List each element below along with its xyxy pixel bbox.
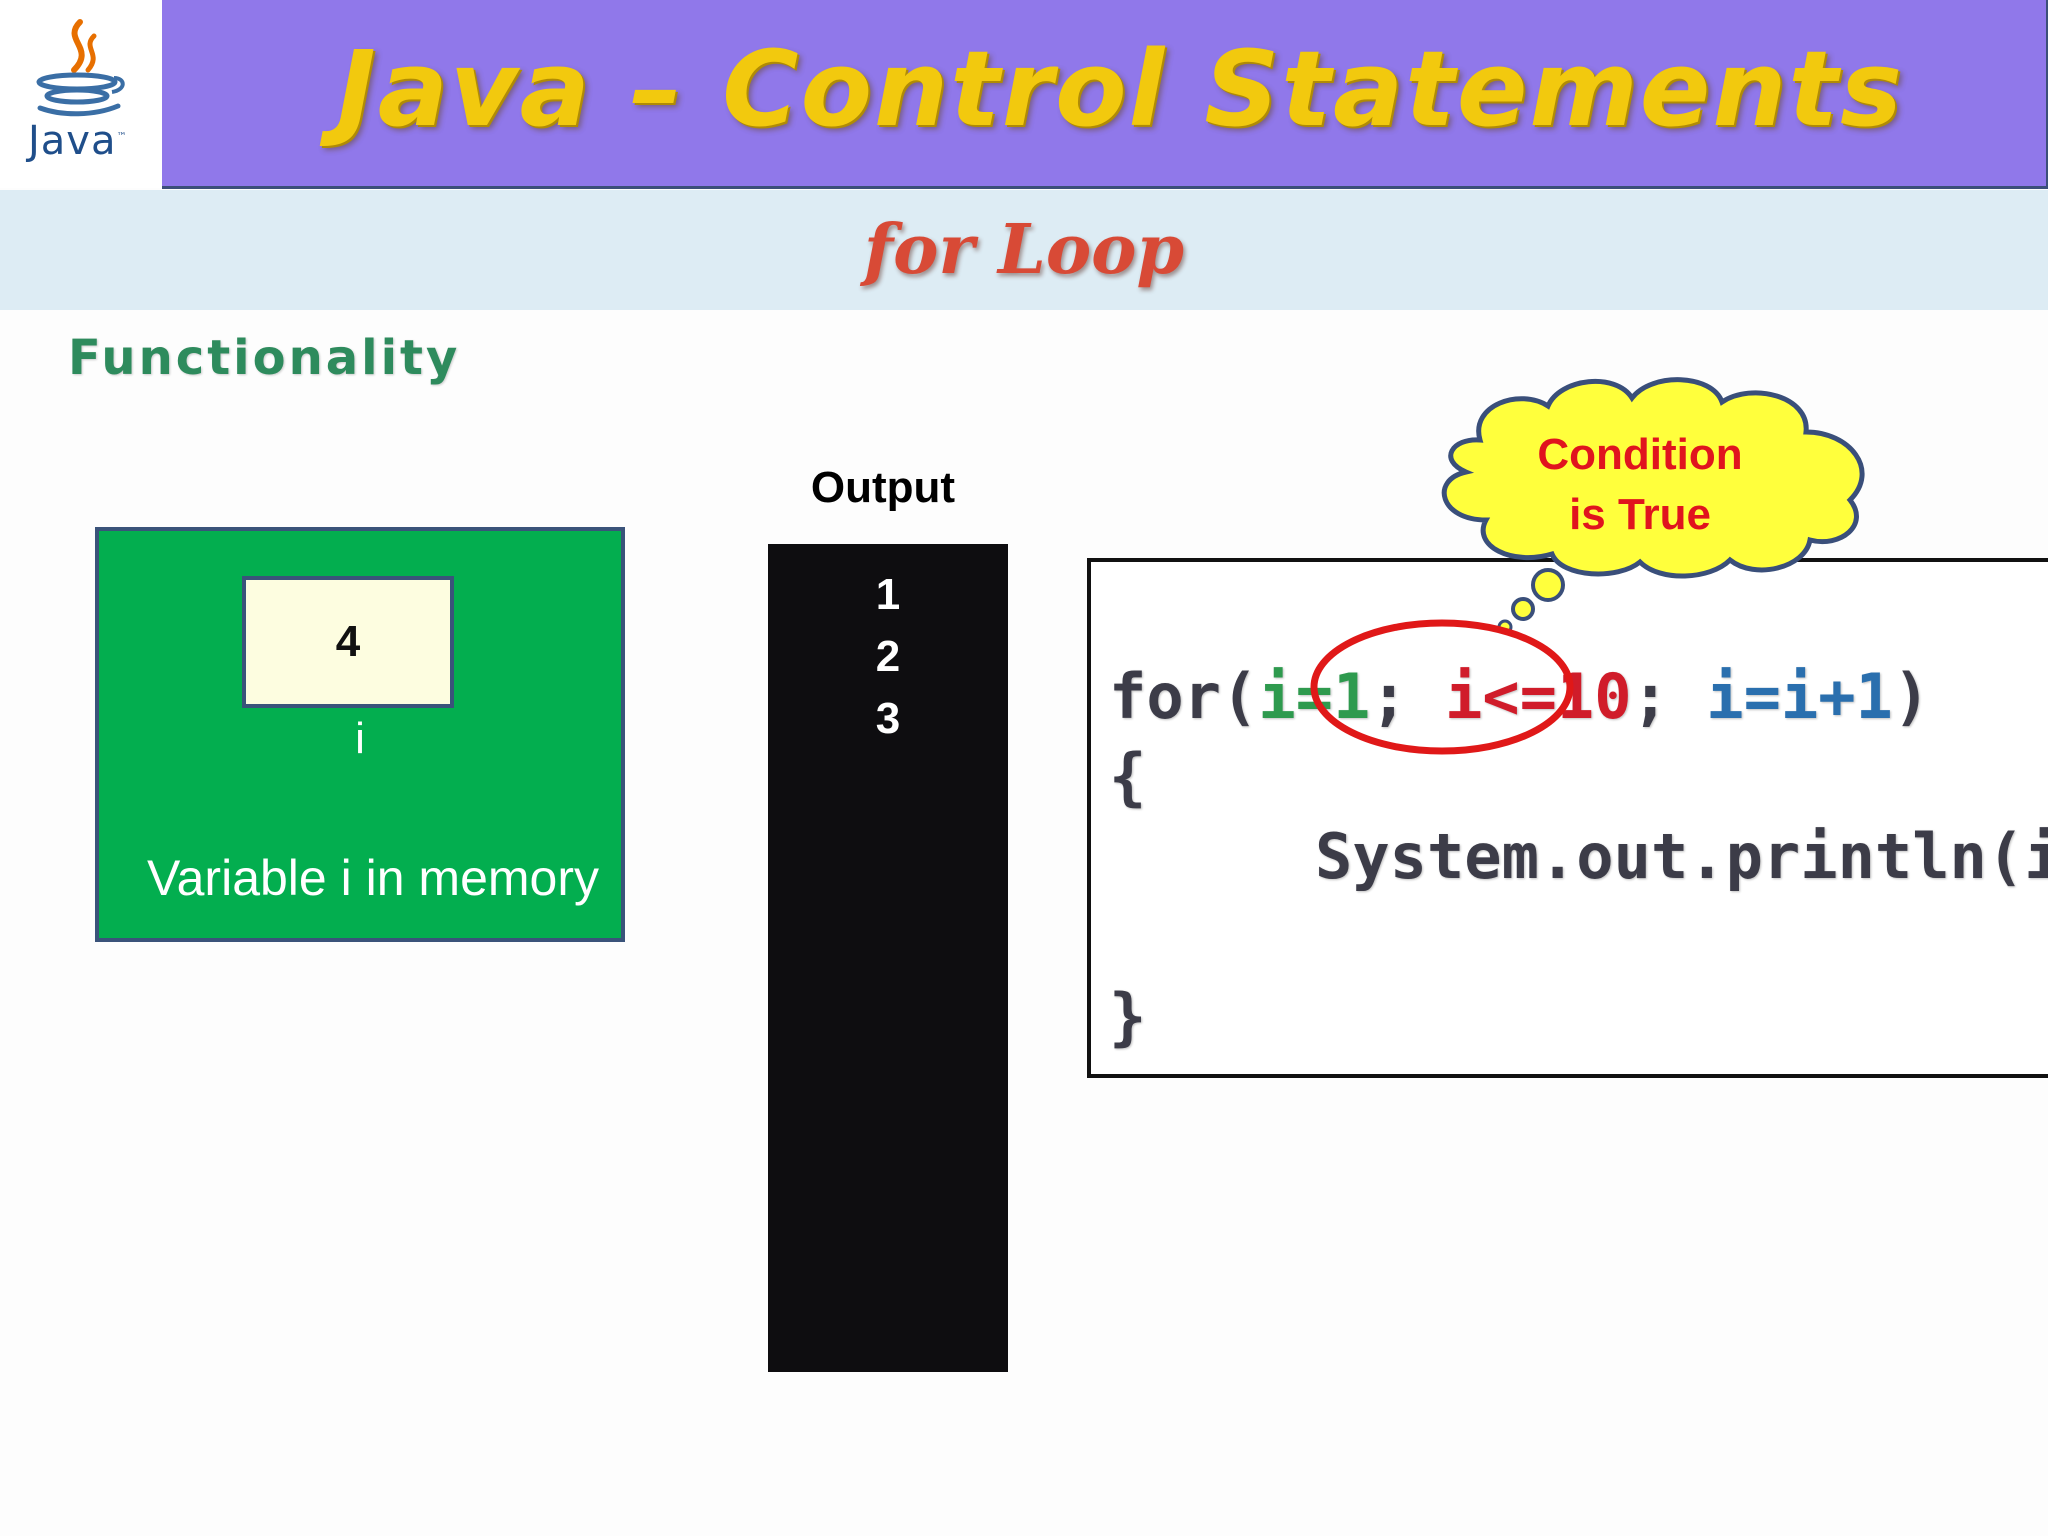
loop-body-statement: System.out.println(i); (1315, 820, 2048, 893)
callout-line-2: is True (1569, 490, 1711, 539)
title-bar: Java – Control Statements (162, 0, 2048, 189)
memory-panel: 4 i Variable i in memory (95, 527, 625, 942)
logo-trademark: ™ (116, 131, 128, 143)
output-line: 1 (875, 570, 901, 619)
slide-title: Java – Control Statements (337, 28, 1904, 150)
loop-condition: i<=10 (1407, 660, 1632, 733)
output-line: 2 (875, 632, 901, 681)
java-logo: Java™ (0, 0, 162, 188)
init-separator: ; (1370, 660, 1408, 733)
subtitle-bar: for Loop (0, 190, 2048, 310)
open-brace: { (1109, 740, 1147, 813)
output-line: 3 (875, 694, 901, 743)
for-statement-line: for(i=1; i<=10; i=i+1) (1109, 660, 1930, 733)
logo-wordmark: Java (28, 118, 117, 164)
variable-value-cell: 4 (242, 576, 454, 708)
output-console: 1 2 3 (768, 544, 1008, 1372)
condition-separator: ; (1631, 660, 1669, 733)
callout-line-1: Condition (1537, 430, 1743, 479)
section-heading: Functionality (68, 330, 461, 386)
loop-init: i=1 (1258, 660, 1371, 733)
variable-name-label: i (355, 714, 365, 763)
memory-caption: Variable i in memory (146, 850, 599, 906)
slide-header: Java™ Java – Control Statements (0, 0, 2048, 189)
slide-subtitle: for Loop (863, 210, 1185, 290)
close-brace: } (1109, 980, 1147, 1053)
output-heading: Output (810, 463, 956, 512)
for-keyword: for( (1109, 660, 1259, 733)
loop-update: i=i+1 (1668, 660, 1893, 733)
close-paren: ) (1892, 660, 1931, 733)
code-panel: for(i=1; i<=10; i=i+1) { System.out.prin… (1087, 558, 2048, 1078)
java-cup-icon (36, 19, 125, 117)
java-logo-text: Java™ (28, 118, 128, 164)
